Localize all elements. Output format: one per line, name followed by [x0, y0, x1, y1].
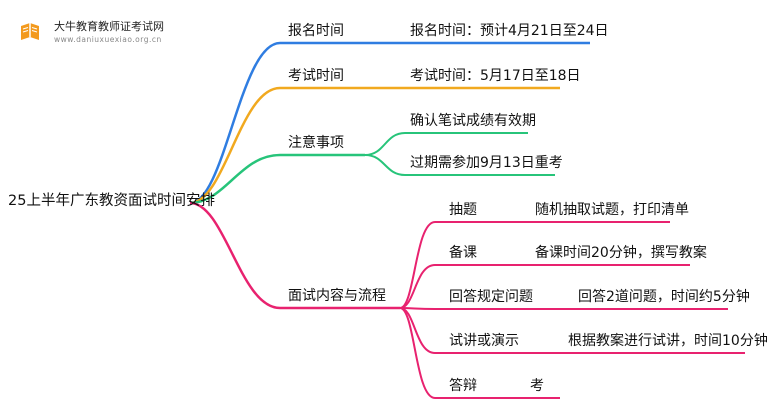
- step-desc: 回答2道问题，时间约5分钟: [578, 289, 750, 305]
- step-name: 回答规定问题: [449, 289, 533, 305]
- brand-url: www.daniuxuexiao.org.cn: [54, 35, 162, 44]
- branch-interview: 面试内容与流程: [288, 288, 386, 304]
- note-item: 确认笔试成绩有效期: [410, 113, 536, 129]
- step-desc: 备课时间20分钟，撰写教案: [535, 245, 707, 261]
- registration-detail: 报名时间：预计4月21日至24日: [410, 23, 609, 39]
- step-desc: 根据教案进行试讲，时间10分钟: [568, 333, 768, 349]
- branch-notes: 注意事项: [288, 135, 344, 151]
- connector-note-2: [364, 154, 555, 176]
- root-topic: 25上半年广东教资面试时间安排: [8, 193, 215, 209]
- step-name: 抽题: [449, 202, 477, 218]
- step-name: 备课: [449, 245, 477, 261]
- book-logo-icon: [21, 23, 39, 40]
- branch-exam: 考试时间: [288, 68, 344, 84]
- connector-registration: [189, 41, 590, 205]
- connector-step-1: [399, 221, 670, 309]
- step-name: 答辩: [449, 378, 477, 394]
- exam-detail: 考试时间：5月17日至18日: [410, 68, 581, 84]
- connector-notes: [189, 153, 365, 205]
- mindmap-connectors: [189, 41, 745, 399]
- brand-name: 大牛教育教师证考试网: [54, 20, 164, 33]
- connector-interview: [189, 201, 400, 310]
- connector-step-3: [399, 307, 728, 310]
- connector-note-1: [364, 132, 528, 156]
- note-item: 过期需参加9月13日重考: [410, 155, 563, 171]
- step-name: 试讲或演示: [449, 333, 519, 349]
- connector-step-2: [399, 264, 690, 309]
- connector-step-5: [399, 307, 560, 399]
- connector-exam: [189, 86, 560, 205]
- branch-registration: 报名时间: [288, 23, 344, 39]
- step-desc: 考: [530, 378, 544, 394]
- step-desc: 随机抽取试题，打印清单: [535, 202, 689, 218]
